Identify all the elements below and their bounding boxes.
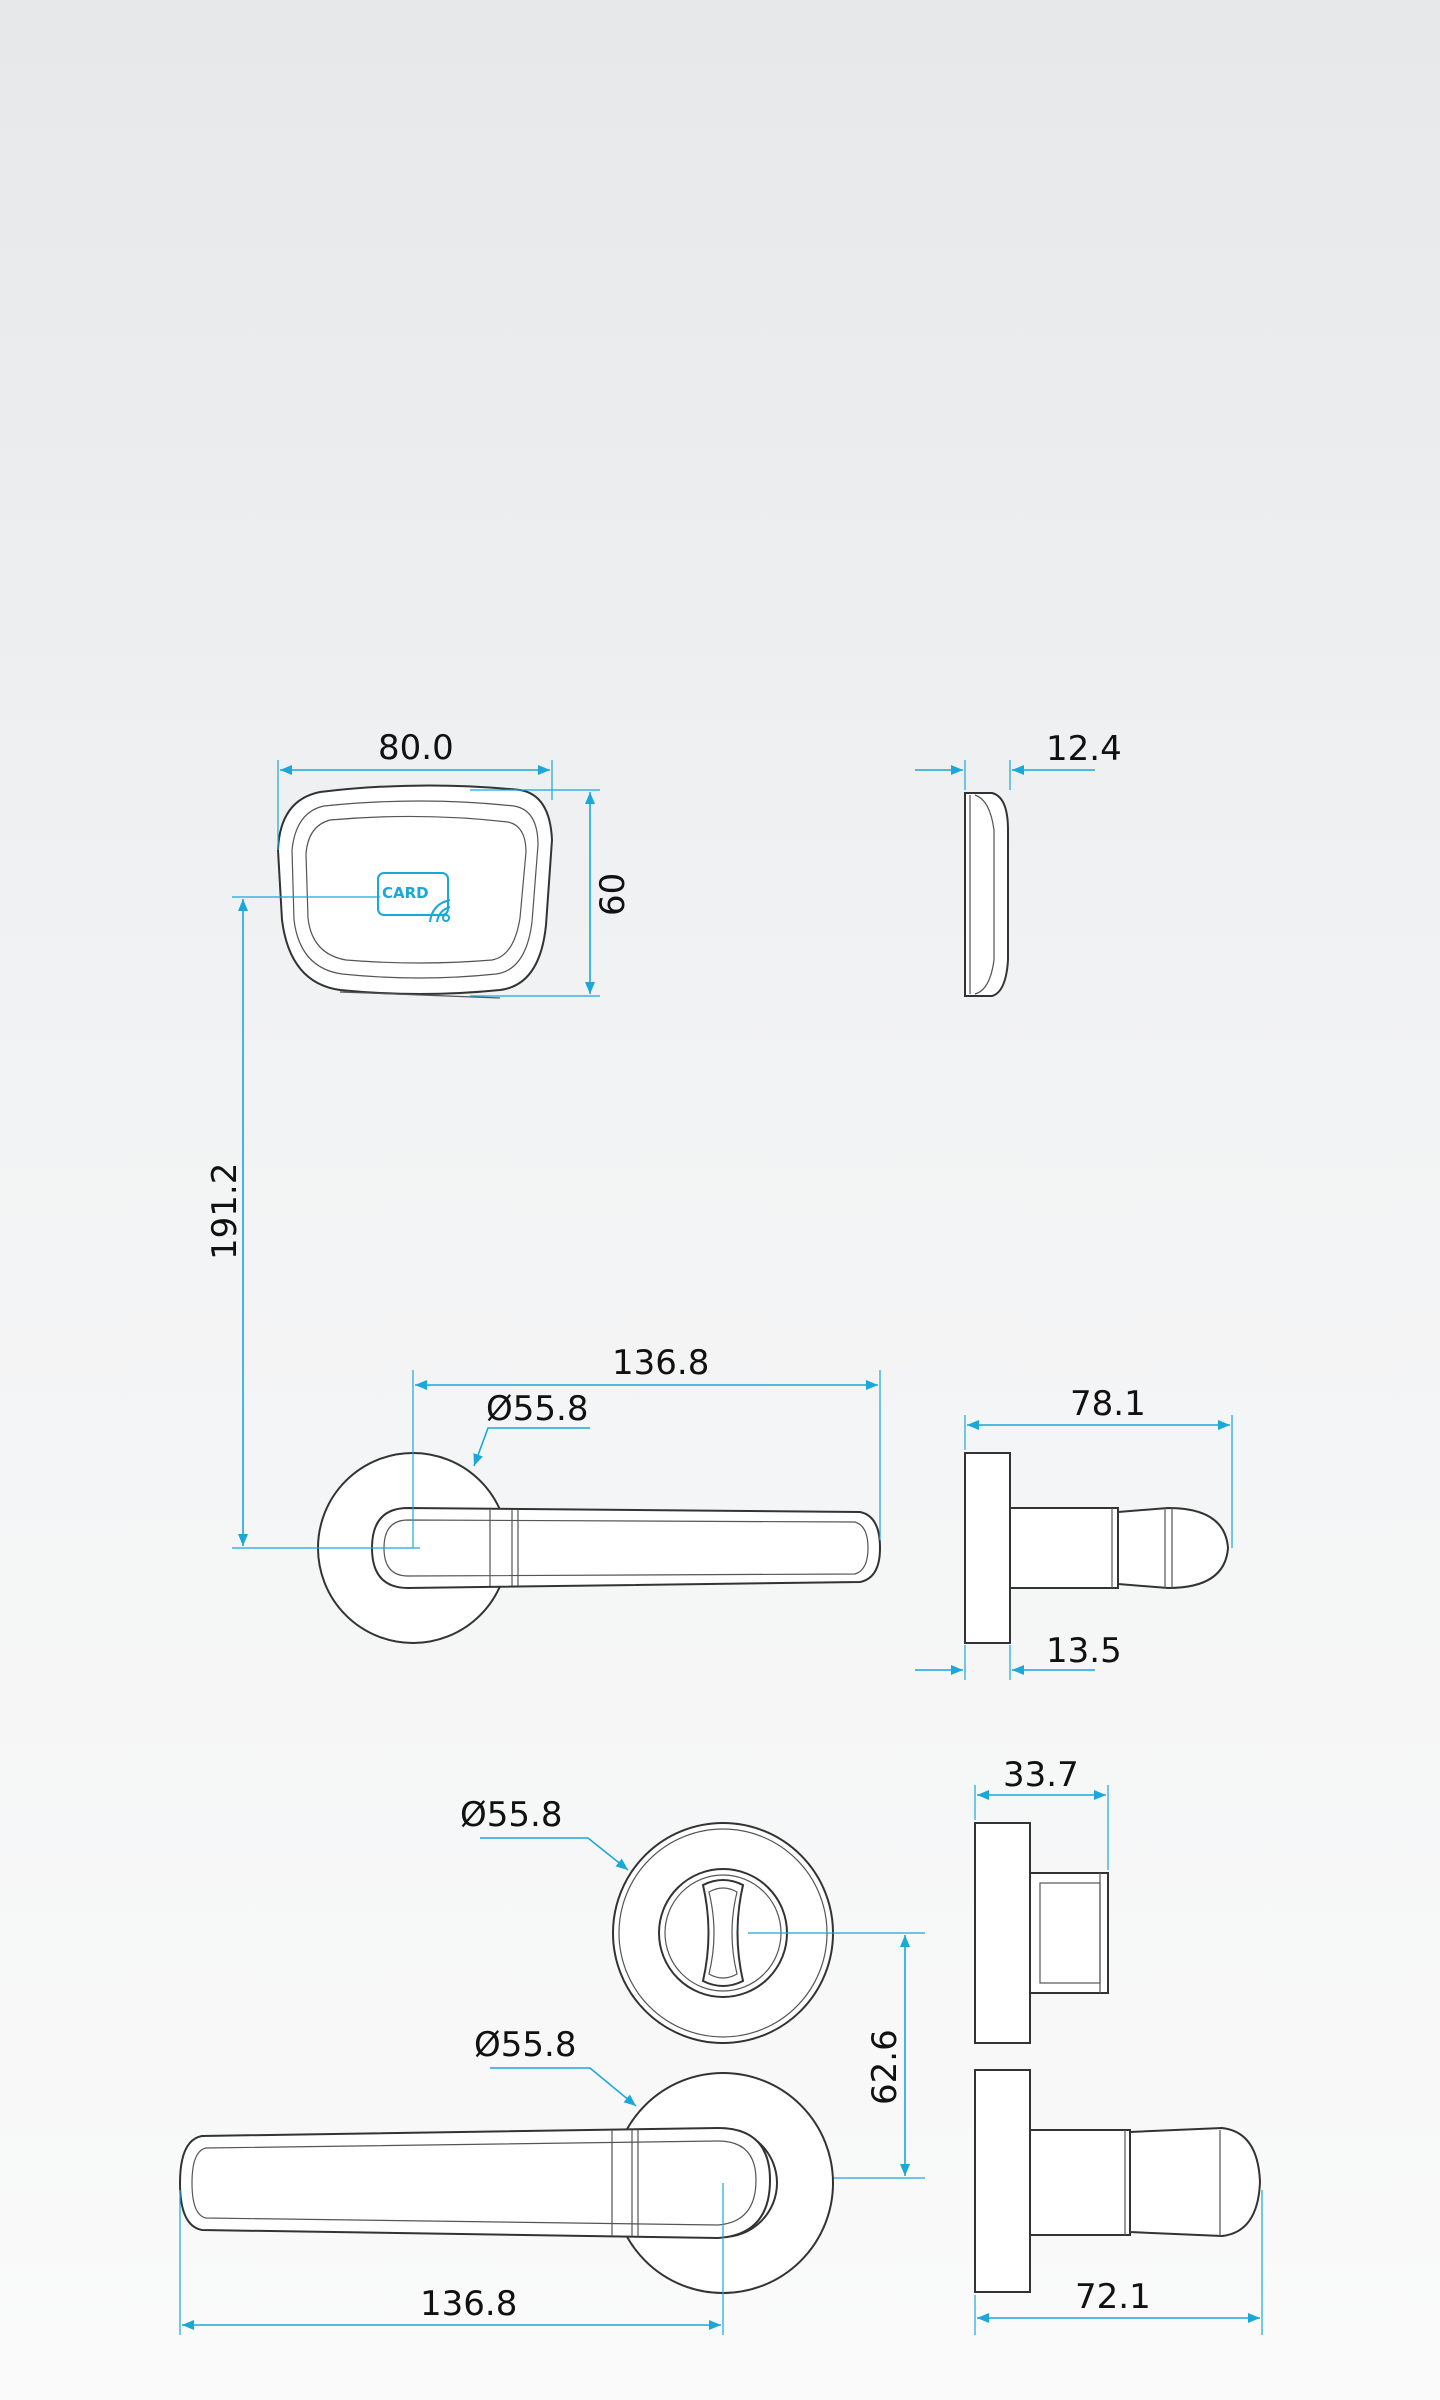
thumbturn-side-view: 33.7 [974,1755,1109,2044]
card-icon [377,872,449,916]
handle-front-view-top: 191.2 136.8 Ø55.8 [205,896,882,1644]
dim-handle-rose-diameter-bottom: Ø55.8 [474,2025,576,2065]
dim-reader-height: 60 [593,873,633,916]
dim-thumbturn-rose-diameter: Ø55.8 [460,1795,562,1835]
handle-front-view-bottom: Ø55.8 136.8 [178,2025,834,2335]
dim-thumbturn-to-handle: 62.6 [865,2029,905,2105]
thumbturn-front-view: Ø55.8 62.6 [460,1795,925,2179]
dim-handle-length-bottom: 136.8 [420,2284,517,2324]
dim-handle-projection-top: 78.1 [1070,1384,1146,1424]
dim-rose-thickness: 13.5 [1046,1631,1122,1671]
dim-thumbturn-projection: 33.7 [1003,1755,1079,1795]
dim-rose-diameter-top: Ø55.8 [486,1389,588,1429]
dim-reader-width: 80.0 [378,728,454,768]
dim-reader-depth: 12.4 [1046,729,1122,769]
card-reader-front-view: CARD 80.0 60 [276,728,633,999]
dim-handle-projection-bottom: 72.1 [1075,2277,1151,2317]
contactless-wave-icon [429,899,451,923]
dim-reader-to-handle: 191.2 [205,1163,245,1260]
card-reader-side-view: 12.4 [915,729,1122,997]
handle-side-view-top: 78.1 13.5 [915,1384,1233,1680]
handle-side-view-bottom: 72.1 [974,2069,1263,2335]
card-label: CARD [382,884,429,902]
dim-handle-length-top: 136.8 [612,1343,709,1383]
